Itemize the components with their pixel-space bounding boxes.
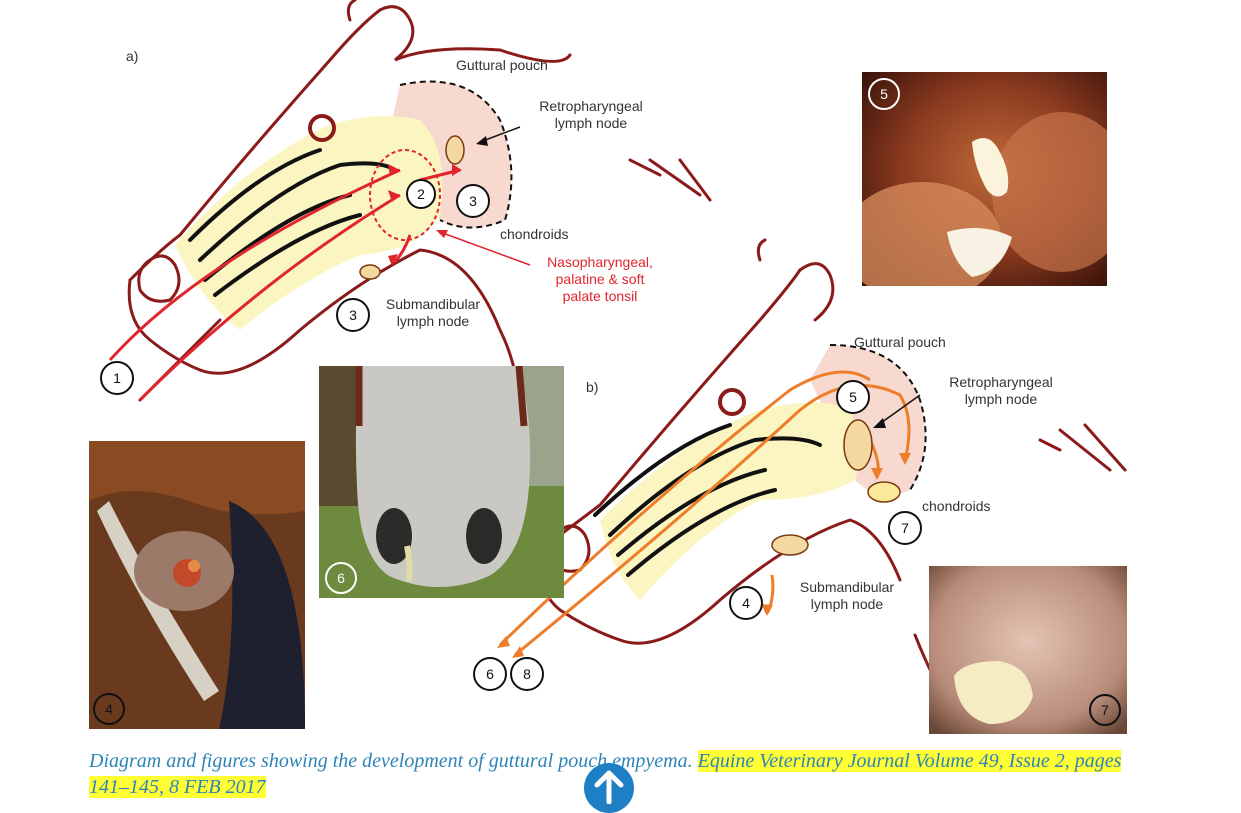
figure: a) Guttural pouch Retropharyngeal lymph … [0,0,1241,745]
label-tonsil: Nasopharyngeal, palatine & soft palate t… [540,254,660,305]
photo-chondroids-7: 7 [929,566,1127,734]
arrow-up-icon [593,770,625,804]
marker-6-diagram: 6 [473,657,507,691]
photo-marker-5: 5 [868,78,900,110]
label-guttural-pouch-b: Guttural pouch [854,334,946,351]
label-chondroids-a: chondroids [500,226,569,243]
label-guttural-pouch-a: Guttural pouch [456,57,548,74]
scroll-top-button[interactable] [584,763,634,813]
panel-label-b: b) [586,379,598,396]
label-submandibular-a: Submandibular lymph node [378,296,488,330]
photo-marker-7: 7 [1089,694,1121,726]
photo-marker-6: 6 [325,562,357,594]
marker-1: 1 [100,361,134,395]
marker-5-diagram: 5 [836,380,870,414]
label-submandibular-b: Submandibular lymph node [792,579,902,613]
photo-marker-4: 4 [93,693,125,725]
photo-endoscopy-5: 5 [862,72,1107,286]
marker-3-retro: 3 [456,184,490,218]
label-retropharyngeal-a: Retropharyngeal lymph node [532,98,650,132]
marker-2: 2 [406,179,436,209]
marker-8-diagram: 8 [510,657,544,691]
photo-abscess-4: 4 [89,441,305,729]
label-chondroids-b: chondroids [922,498,991,515]
panel-label-a: a) [126,48,138,65]
marker-3-submand: 3 [336,298,370,332]
label-retropharyngeal-b: Retropharyngeal lymph node [942,374,1060,408]
marker-4-diagram: 4 [729,586,763,620]
marker-7-diagram: 7 [888,511,922,545]
photo-nasal-discharge-6: 6 [319,366,564,598]
